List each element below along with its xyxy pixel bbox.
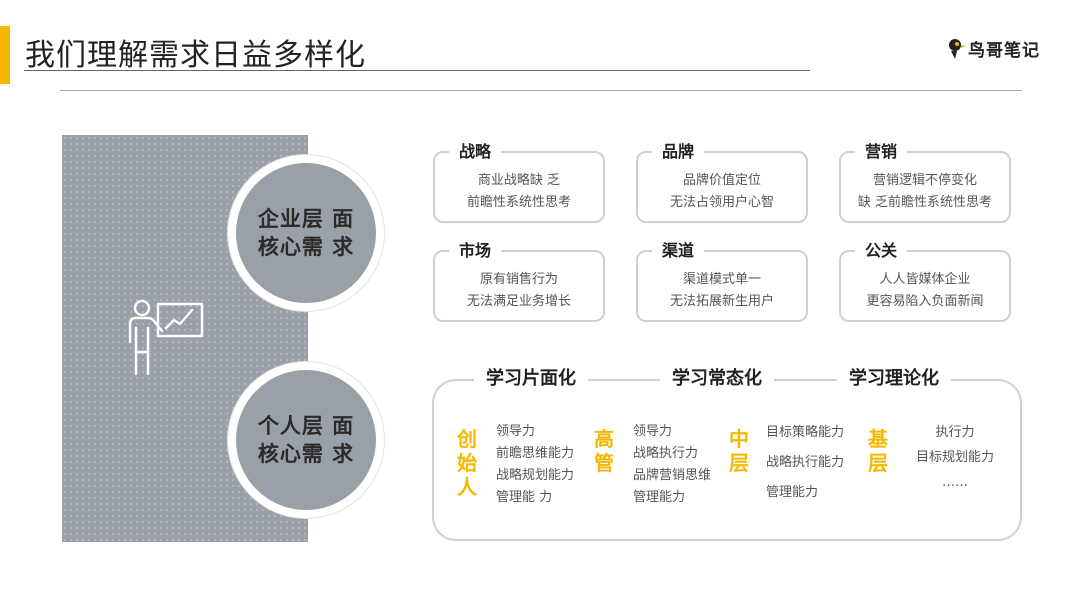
card-line: 前瞻性系统性思考 [466,195,571,210]
card-title: 公关 [855,240,908,262]
presenter-icon [128,299,204,376]
content-divider [60,90,1022,91]
skill-item: 管理能力 [766,485,819,500]
card-market: 市场 原有销售行为 无法满足业务增长 [433,240,605,322]
card-line: 品牌价值定位 [682,173,761,188]
card-line: 营销逻辑不停变化 [872,173,977,188]
card-title: 市场 [449,240,502,262]
card-channel: 渠道 渠道模式单一 无法拓展新生用户 [636,240,808,322]
skill-list-frontline: 执行力 目标规划能力 …… [912,420,998,495]
skill-item: 战略规划能力 [496,468,575,483]
brand-logo: 鸟哥笔记 [946,36,1040,61]
card-title: 品牌 [652,141,705,163]
skill-item: 目标规划能力 [915,450,994,465]
skill-item: 目标策略能力 [766,425,845,440]
role-founder: 创始人 [457,427,477,499]
card-title: 渠道 [652,240,705,262]
skill-list-executive: 领导力 战略执行力 品牌营销思维 管理能力 [633,421,711,509]
card-strategy: 战略 商业战略缺 乏 前瞻性系统性思考 [433,141,605,223]
card-line: 商业战略缺 乏 [477,173,561,188]
learning-header-theoretical: 学习理论化 [837,367,951,391]
skill-item: 领导力 [496,424,536,439]
logo-text: 鸟哥笔记 [968,41,1040,61]
skill-item: 执行力 [935,425,975,440]
learning-box [432,379,1022,541]
page-title: 我们理解需求日益多样化 [25,38,366,73]
role-executive: 高管 [594,427,614,475]
card-brand: 品牌 品牌价值定位 无法占领用户心智 [636,141,808,223]
skill-item: 战略执行力 [633,446,699,461]
card-line: 无法占领用户心智 [669,195,774,210]
skill-item: 战略执行能力 [766,455,845,470]
card-line: 无法满足业务增长 [466,294,571,309]
learning-header-regular: 学习常态化 [660,367,774,391]
card-marketing: 营销 营销逻辑不停变化 缺 乏前瞻性系统性思考 [839,141,1011,223]
skill-item: 管理能力 [633,490,686,505]
role-frontline: 基层 [868,427,888,475]
skill-item: 管理能 力 [496,490,553,505]
skill-item: …… [942,475,968,490]
skill-list-middle-management: 目标策略能力 战略执行能力 管理能力 [766,418,844,508]
skill-item: 前瞻思维能力 [496,446,575,461]
accent-bar [0,26,10,84]
enterprise-needs-label: 企业层 面 核心需 求 [257,207,355,259]
role-middle-management: 中层 [729,427,749,475]
skill-item: 领导力 [633,424,673,439]
card-title: 营销 [855,141,908,163]
card-pr: 公关 人人皆媒体企业 更容易陷入负面新闻 [839,240,1011,322]
bird-logo-icon [949,38,966,59]
card-line: 原有销售行为 [479,272,558,287]
card-line: 更容易陷入负面新闻 [866,294,984,309]
enterprise-needs-circle: 企业层 面 核心需 求 [228,155,384,311]
card-title: 战略 [449,141,502,163]
title-divider [24,70,810,71]
personal-needs-circle: 个人层 面 核心需 求 [228,362,384,518]
card-line: 缺 乏前瞻性系统性思考 [857,195,993,210]
skill-item: 品牌营销思维 [633,468,712,483]
personal-needs-label: 个人层 面 核心需 求 [257,414,355,466]
skill-list-founder: 领导力 前瞻思维能力 战略规划能力 管理能 力 [496,421,574,509]
learning-header-fragmented: 学习片面化 [474,367,588,391]
card-line: 人人皆媒体企业 [879,272,971,287]
card-line: 无法拓展新生用户 [669,294,774,309]
card-line: 渠道模式单一 [682,272,761,287]
